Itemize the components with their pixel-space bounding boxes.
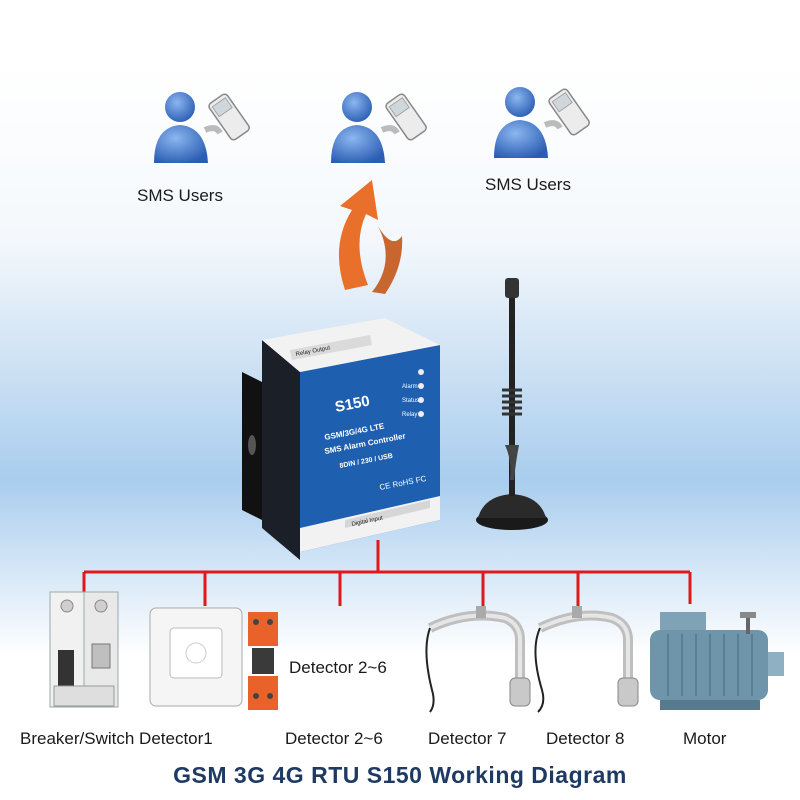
- led-label-relay: Relay: [402, 412, 417, 418]
- detector-2-6-label: Detector 2~6: [285, 729, 383, 748]
- detector-2-6-caption: Detector 2~6: [289, 658, 387, 677]
- breaker-detector1-label: Breaker/Switch Detector1: [20, 729, 213, 748]
- breaker-icon: [49, 591, 119, 708]
- float-switch-icon-7: [425, 606, 531, 713]
- sms-users-label-left: SMS Users: [137, 186, 223, 205]
- detector-8-label: Detector 8: [546, 729, 625, 748]
- detector1-icon: [149, 607, 278, 710]
- device-model: S150: [334, 393, 372, 416]
- sms-user-icon-center: [331, 92, 427, 163]
- antenna-icon: [476, 278, 548, 530]
- s150-device: Alarm Status Relay Relay Output Digital …: [242, 318, 440, 560]
- wiring-bus: [82, 540, 692, 612]
- motor-icon: [650, 612, 784, 710]
- sms-users-label-right: SMS Users: [485, 175, 571, 194]
- motor-label: Motor: [683, 729, 727, 748]
- float-switch-icon-8: [534, 606, 639, 713]
- detector-7-label: Detector 7: [428, 729, 507, 748]
- orange-curved-arrow: [338, 180, 403, 294]
- diagram-title: GSM 3G 4G RTU S150 Working Diagram: [173, 762, 627, 788]
- sms-user-icon-right: [494, 87, 590, 158]
- led-label-alarm: Alarm: [402, 384, 418, 390]
- led-label-status: Status: [402, 398, 419, 404]
- sms-user-icon-left: [154, 92, 250, 163]
